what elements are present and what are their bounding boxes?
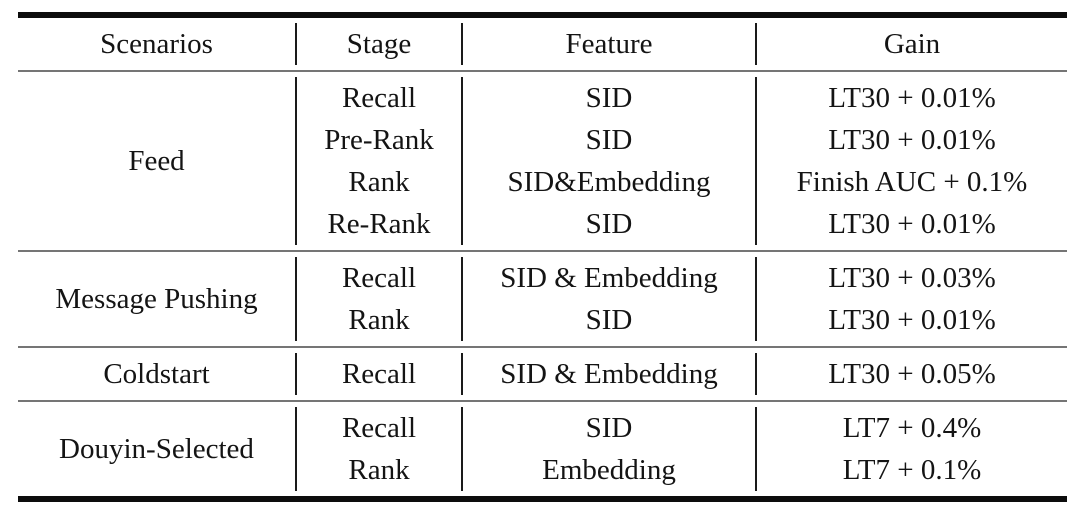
stage-value: Recall: [341, 412, 417, 444]
stage-value: Rank: [348, 304, 410, 336]
column-header-scenarios: Scenarios: [100, 28, 213, 60]
feature-value: SID & Embedding: [500, 358, 718, 390]
table-bottom-rule: [18, 496, 1067, 502]
stage-cell: Recall: [295, 353, 463, 395]
feature-cell: SID SID SID&Embedding SID: [463, 77, 757, 245]
stage-cell: Recall Rank: [295, 407, 463, 491]
table-header-row: Scenarios Stage Feature Gain: [18, 18, 1067, 70]
gain-value: LT30 + 0.03%: [828, 262, 996, 294]
gain-value: Finish AUC + 0.1%: [796, 166, 1028, 198]
scenario-cell: Coldstart: [18, 353, 295, 395]
stage-cell: Recall Pre-Rank Rank Re-Rank: [295, 77, 463, 245]
gain-value: LT7 + 0.1%: [842, 454, 982, 486]
stage-value: Rank: [348, 454, 410, 486]
results-table: Scenarios Stage Feature Gain Feed Recall…: [18, 12, 1067, 502]
scenario-cell: Feed: [18, 77, 295, 245]
feature-cell: SID & Embedding: [463, 353, 757, 395]
header-divider-rule: [18, 70, 1067, 72]
feature-value: SID&Embedding: [507, 166, 711, 198]
stage-value: Recall: [341, 82, 417, 114]
header-cell-gain: Gain: [757, 23, 1067, 65]
feature-value: SID: [585, 304, 633, 336]
feature-cell: SID Embedding: [463, 407, 757, 491]
feature-value: SID: [585, 412, 633, 444]
stage-cell: Recall Rank: [295, 257, 463, 341]
feature-value: Embedding: [542, 454, 676, 486]
gain-cell: LT30 + 0.03% LT30 + 0.01%: [757, 257, 1067, 341]
section-divider-rule: [18, 346, 1067, 348]
header-cell-feature: Feature: [463, 23, 757, 65]
scenario-label: Feed: [128, 145, 185, 177]
gain-value: LT30 + 0.01%: [828, 124, 996, 156]
section-divider-rule: [18, 250, 1067, 252]
table-section-douyin-selected: Douyin-Selected Recall Rank SID Embeddin…: [18, 402, 1067, 496]
stage-value: Recall: [341, 358, 417, 390]
column-header-gain: Gain: [883, 28, 941, 60]
gain-cell: LT7 + 0.4% LT7 + 0.1%: [757, 407, 1067, 491]
stage-value: Recall: [341, 262, 417, 294]
stage-value: Rank: [348, 166, 410, 198]
gain-cell: LT30 + 0.01% LT30 + 0.01% Finish AUC + 0…: [757, 77, 1067, 245]
column-header-feature: Feature: [565, 28, 653, 60]
gain-value: LT7 + 0.4%: [842, 412, 982, 444]
section-divider-rule: [18, 400, 1067, 402]
table-section-coldstart: Coldstart Recall SID & Embedding LT30 + …: [18, 348, 1067, 400]
feature-value: SID & Embedding: [500, 262, 718, 294]
column-header-stage: Stage: [346, 28, 412, 60]
header-cell-scenarios: Scenarios: [18, 23, 295, 65]
header-cell-stage: Stage: [295, 23, 463, 65]
scenario-label: Message Pushing: [55, 283, 258, 315]
scenario-cell: Message Pushing: [18, 257, 295, 341]
gain-value: LT30 + 0.01%: [828, 208, 996, 240]
stage-value: Re-Rank: [327, 208, 431, 240]
scenario-label: Douyin-Selected: [59, 433, 254, 465]
table-section-feed: Feed Recall Pre-Rank Rank Re-Rank SID SI…: [18, 72, 1067, 250]
gain-value: LT30 + 0.01%: [828, 82, 996, 114]
scenario-label: Coldstart: [103, 358, 210, 390]
table-section-message-pushing: Message Pushing Recall Rank SID & Embedd…: [18, 252, 1067, 346]
feature-cell: SID & Embedding SID: [463, 257, 757, 341]
stage-value: Pre-Rank: [324, 124, 434, 156]
gain-cell: LT30 + 0.05%: [757, 353, 1067, 395]
feature-value: SID: [585, 82, 633, 114]
feature-value: SID: [585, 124, 633, 156]
scenario-cell: Douyin-Selected: [18, 407, 295, 491]
feature-value: SID: [585, 208, 633, 240]
gain-value: LT30 + 0.01%: [828, 304, 996, 336]
table-top-rule: [18, 12, 1067, 18]
gain-value: LT30 + 0.05%: [828, 358, 996, 390]
